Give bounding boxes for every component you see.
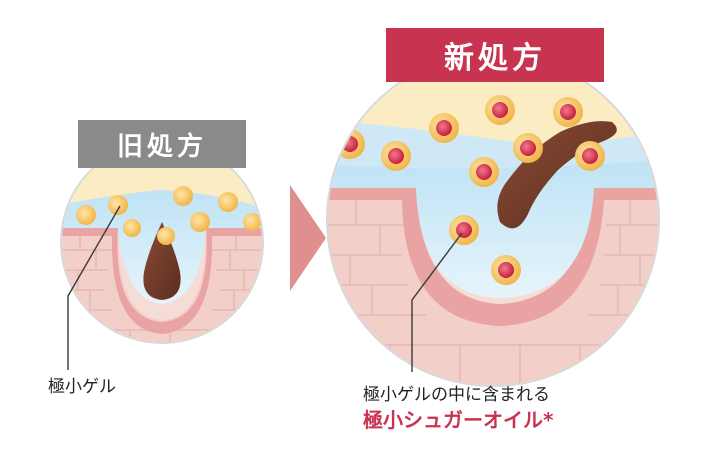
transition-arrow [290, 185, 326, 291]
new-gel-particles [335, 95, 605, 285]
new-formula-caption-line2: 極小シュガーオイル* [363, 408, 554, 432]
new-formula-circle [326, 53, 660, 387]
old-gel-particles [76, 186, 261, 245]
new-formula-caption-line1: 極小ゲルの中に含まれる [363, 385, 550, 405]
old-leader-line [67, 205, 121, 370]
old-sebum-plug [143, 222, 181, 300]
new-formula-tag: 新処方 [386, 28, 604, 82]
new-leader-line [411, 232, 463, 372]
new-skin-cells [328, 198, 658, 385]
old-formula-circle [60, 140, 264, 370]
old-formula-caption: 極小ゲル [48, 377, 116, 397]
old-formula-tag: 旧処方 [78, 120, 246, 168]
